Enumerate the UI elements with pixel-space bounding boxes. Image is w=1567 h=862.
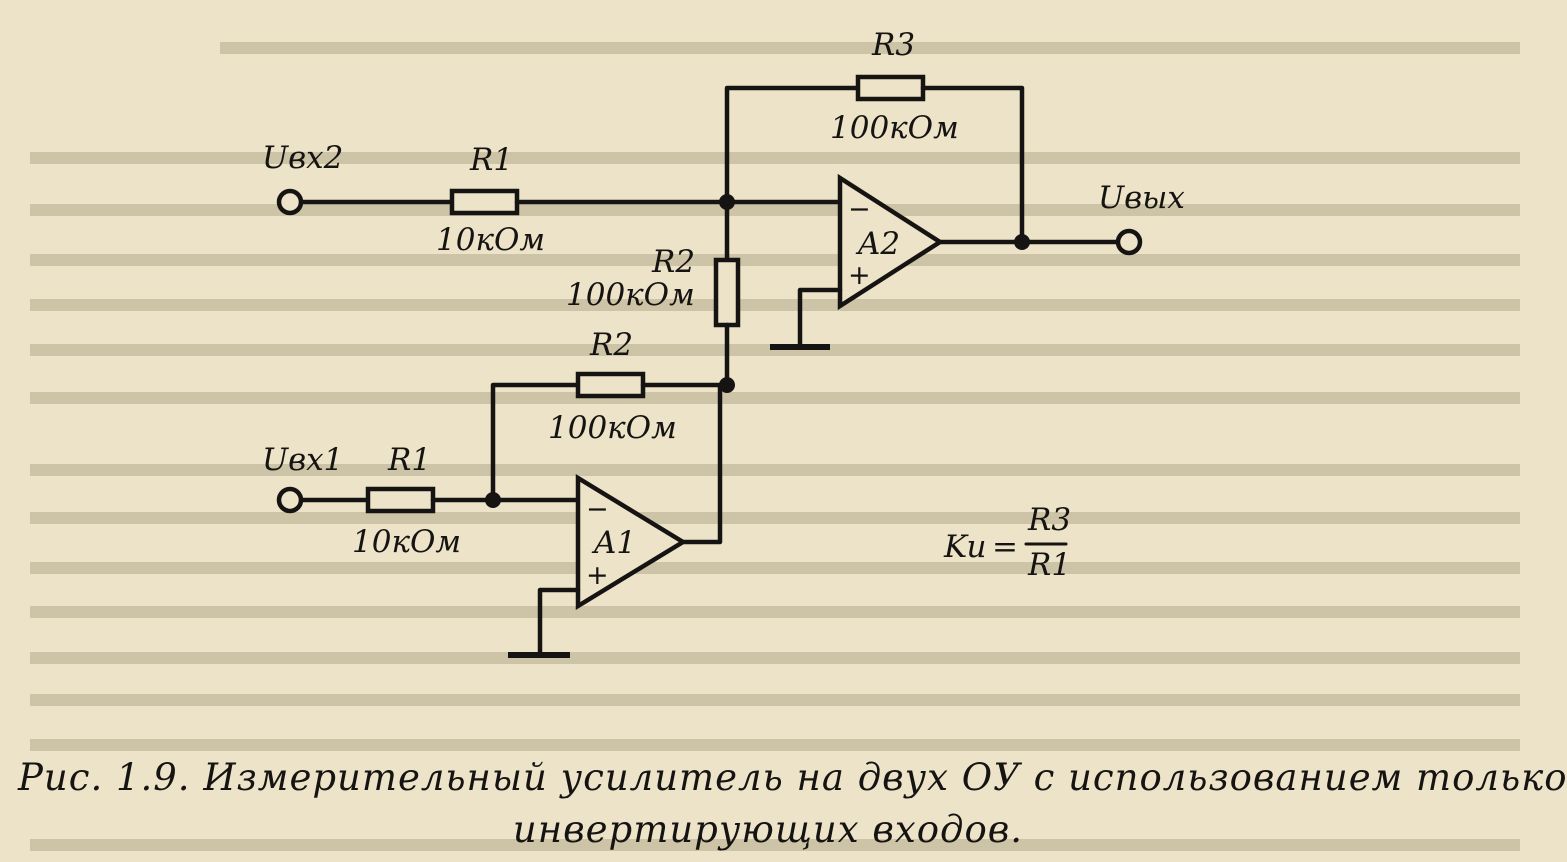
a2-plus-sign: + <box>848 260 871 291</box>
label-r2-feedback-name: R2 <box>589 327 633 363</box>
terminal-uin1 <box>276 486 304 514</box>
wire-r3-right <box>920 85 1025 245</box>
wire-r2f-left <box>490 382 581 503</box>
opamp-a2 <box>837 173 945 311</box>
resistor-r3 <box>855 74 926 102</box>
resistor-r1-top <box>449 188 520 216</box>
terminal-uout <box>1115 228 1143 256</box>
node-output <box>1014 234 1030 250</box>
formula-equals: = <box>992 529 1018 565</box>
label-uin1: Uвх1 <box>262 442 343 478</box>
caption-line-1: Рис. 1.9. Измерительный усилитель на дву… <box>18 756 1567 799</box>
label-r1-top-value: 10кОм <box>436 222 545 258</box>
resistor-r2-feedback <box>575 371 646 399</box>
terminal-uin2 <box>276 188 304 216</box>
wire-a2-plus-ground <box>797 287 843 350</box>
label-r2-vertical-name: R2 <box>651 244 695 280</box>
label-uout: Uвых <box>1098 180 1185 216</box>
wire-r3-left <box>724 85 861 205</box>
label-r3-name: R3 <box>871 27 915 63</box>
label-uin2: Uвх2 <box>262 140 343 176</box>
formula-denominator: R1 <box>1027 547 1071 583</box>
wire-a1-plus-ground <box>537 587 581 658</box>
label-a1: A1 <box>591 525 636 561</box>
label-r1-top-name: R1 <box>469 142 513 178</box>
figure-caption: Рис. 1.9. Измерительный усилитель на дву… <box>18 752 1567 856</box>
resistor-r1-bottom <box>365 486 436 514</box>
opamp-a1 <box>575 473 688 611</box>
caption-line-2: инвертирующих входов. <box>512 808 1024 851</box>
formula-lhs: Ku <box>943 529 986 565</box>
label-a2: A2 <box>855 226 900 262</box>
label-r2-vertical-value: 100кОм <box>566 277 695 313</box>
label-r2-feedback-value: 100кОм <box>548 410 677 446</box>
a1-minus-sign: − <box>586 494 609 525</box>
a1-plus-sign: + <box>586 560 609 591</box>
label-r1-bottom-value: 10кОм <box>352 524 461 560</box>
a2-minus-sign: − <box>848 194 871 225</box>
resistor-r2-vertical <box>713 257 741 328</box>
wire-a1-output <box>680 382 723 545</box>
formula-numerator: R3 <box>1027 502 1071 538</box>
label-r1-bottom-name: R1 <box>387 442 431 478</box>
label-r3-value: 100кОм <box>830 110 959 146</box>
